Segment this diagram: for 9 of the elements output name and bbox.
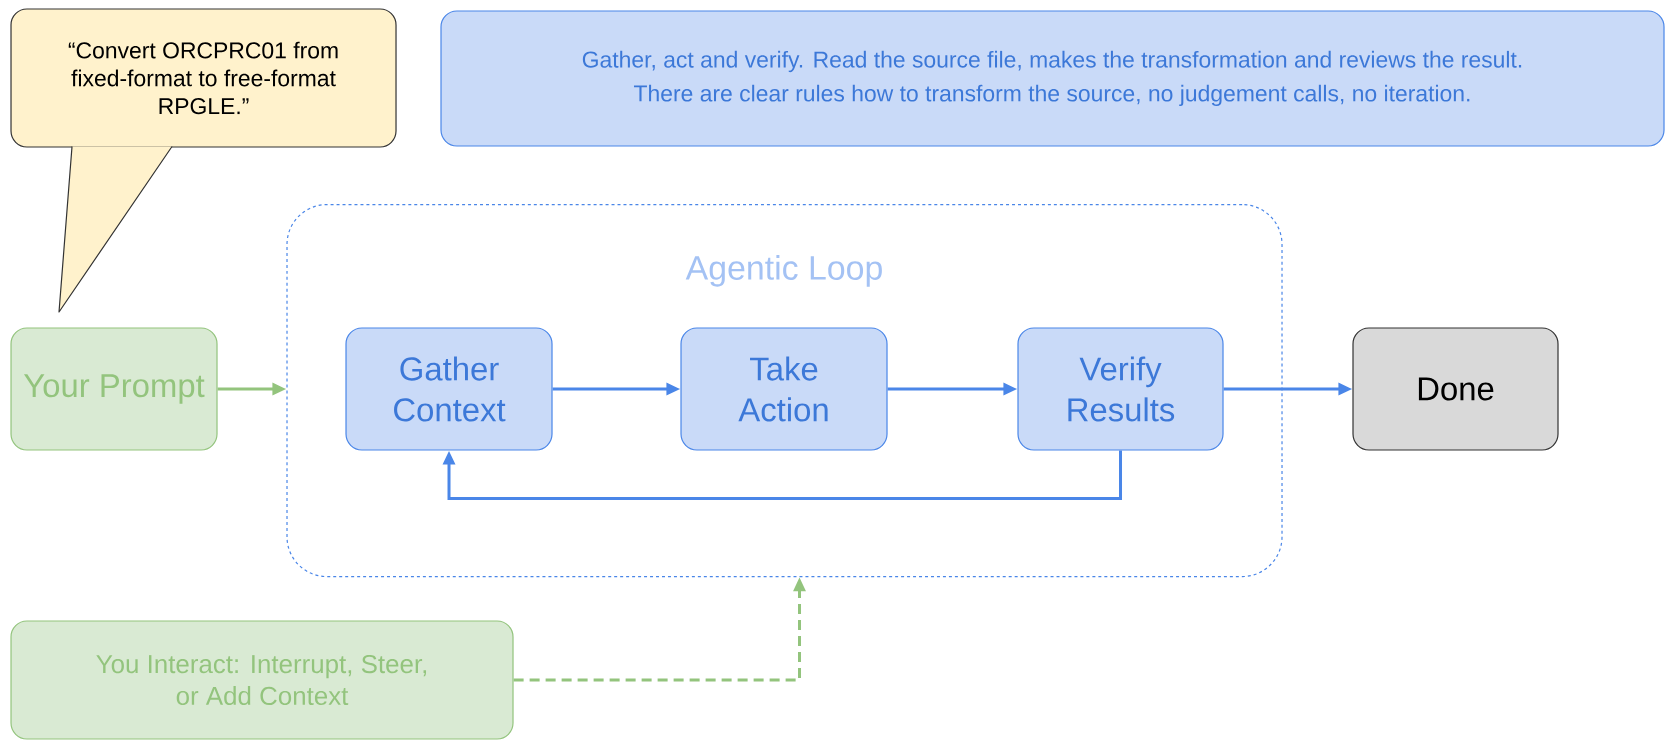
interaction-box: You Interact: Interrupt, Steer, or Add Context — [10, 620, 514, 740]
prompt-box: Your Prompt — [10, 327, 218, 451]
process-box: Take Action — [680, 327, 888, 451]
done-box: Done — [1352, 327, 1559, 451]
arrow — [442, 450, 1122, 501]
process-box: Verify Results — [1017, 327, 1224, 451]
speech-bubble: “Convert ORCPRC01 from fixed-format to free-format RPGLE.” — [10, 8, 397, 313]
info-box: Gather, act and verify. Read the source file, makes the transformation and reviews the result. There are clear rules how to transform the source, no judgement calls, no iteration. — [440, 10, 1665, 147]
process-box: Gather Context — [345, 327, 553, 451]
